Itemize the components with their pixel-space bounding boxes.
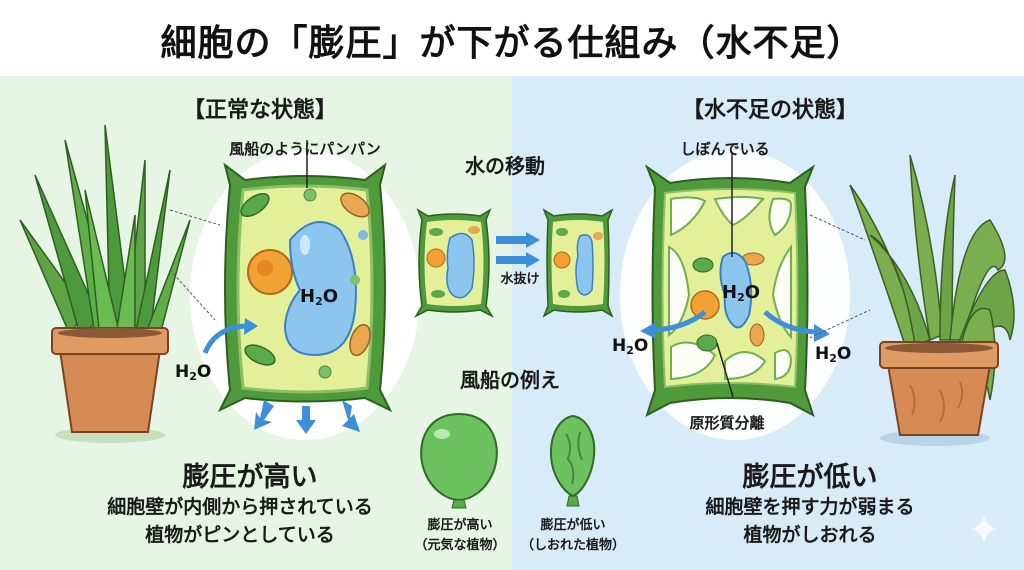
water-loss-arrows [496,232,540,268]
small-cell-before [414,208,494,318]
water-shortage-header: 【水不足の状態】 [681,98,858,123]
balloon-low-sublabel: （しおれた植物） [520,538,625,553]
balloon-high-sublabel: （元気な植物） [414,538,506,553]
high-turgor-line-1: 細胞壁が内側から押されている [107,496,373,518]
wilted-plant-illustration [849,154,1015,446]
inflated-balloon-icon [420,412,498,509]
water-out-left-label: H2O [612,336,649,357]
turgid-cell-illustration [217,140,393,413]
high-turgor-line-2: 植物がピンとしている [145,524,335,546]
balloon-low-label: 膨圧が低い [540,518,606,533]
balloon-like-callout: 風船のようにパンパン [229,140,381,158]
plasmolysis-label: 原形質分離 [689,414,765,432]
plasmolyzed-cell-illustration [644,153,816,418]
right-pointer-lines [804,214,871,341]
small-cell-after [542,208,614,318]
page-title: 細胞の「膨圧」が下がる仕組み（水不足） [160,23,864,64]
shrunken-callout: しぼんでいる [680,140,770,158]
healthy-plant-illustration [19,124,191,443]
water-movement-title: 水の移動 [465,154,545,178]
water-outflow-arrow-left [640,310,707,339]
left-pointer-lines [169,209,221,321]
balloon-analogy-title: 風船の例え [460,368,560,392]
water-inflow-arrow [202,318,258,355]
normal-state-header: 【正常な状態】 [182,98,337,123]
low-turgor-title: 膨圧が低い [742,462,878,493]
deflated-balloon-icon [549,414,596,507]
sparkle-icon [970,515,998,543]
vacuole-water-label-left: H2O [300,286,339,308]
low-turgor-line-2: 植物がしおれる [743,524,877,546]
water-loss-label: 水抜け [500,272,540,287]
water-in-label: H2O [175,362,212,383]
pressure-arrows [254,400,360,434]
water-outflow-arrow-right [763,310,830,342]
vacuole-water-label-right: H2O [722,282,761,304]
balloon-high-label: 膨圧が高い [427,518,493,533]
high-turgor-title: 膨圧が高い [182,462,318,493]
water-out-right-label: H2O [815,344,852,365]
low-turgor-line-1: 細胞壁を押す力が弱まる [705,496,915,518]
